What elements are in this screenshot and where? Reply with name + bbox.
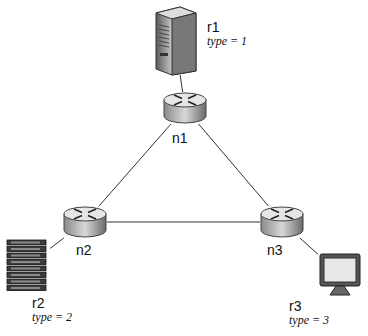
- server-icon: [156, 7, 196, 75]
- type-label: type = 2: [31, 311, 73, 325]
- network-link: [180, 75, 183, 92]
- label-group: n1: [171, 130, 189, 146]
- label-group: r1type = 1: [206, 19, 248, 49]
- network-link: [199, 124, 269, 206]
- icon: [163, 92, 207, 124]
- router-node: n2: [63, 206, 107, 238]
- network-link: [99, 124, 171, 206]
- icon: [150, 5, 200, 75]
- icon: [318, 252, 362, 296]
- type-label: type = 1: [206, 35, 248, 49]
- label-group: r2type = 2: [31, 295, 73, 325]
- node-name: n2: [75, 242, 93, 258]
- node-name: n1: [171, 130, 189, 146]
- label-group: n2: [75, 242, 93, 258]
- router-icon: [261, 207, 303, 237]
- router-icon: [64, 207, 106, 237]
- node-name: n3: [266, 242, 284, 258]
- icon: [260, 206, 304, 238]
- icon: [63, 206, 107, 238]
- node-name: r3: [288, 298, 330, 314]
- node-name: r2: [31, 295, 73, 311]
- monitor-icon: [320, 254, 360, 295]
- label-group: n3: [266, 242, 284, 258]
- network-link: [50, 238, 64, 248]
- router-icon: [164, 93, 206, 123]
- icon: [5, 238, 50, 293]
- router-node: n1: [163, 92, 207, 124]
- label-group: r3type = 3: [288, 298, 330, 328]
- monitor-host: r3type = 3: [318, 252, 362, 296]
- type-label: type = 3: [288, 314, 330, 328]
- network-link: [107, 222, 260, 223]
- node-name: r1: [206, 19, 248, 35]
- rack-host: r2type = 2: [5, 238, 50, 293]
- server-host: r1type = 1: [150, 5, 200, 75]
- router-node: n3: [260, 206, 304, 238]
- rack-icon: [7, 240, 46, 291]
- network-link: [300, 238, 318, 254]
